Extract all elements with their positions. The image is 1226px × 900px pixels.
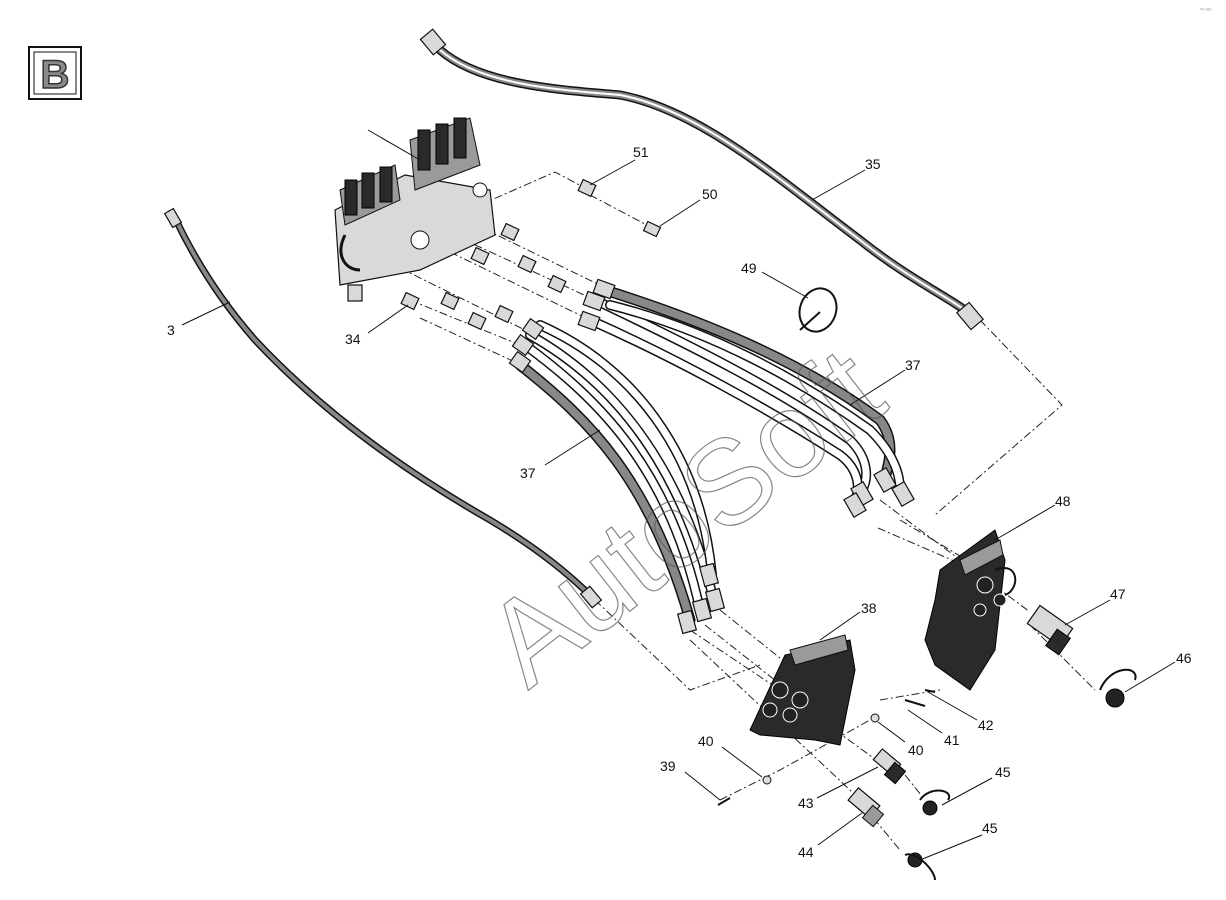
callout-37-right: 37 xyxy=(905,357,921,373)
callout-34: 34 xyxy=(345,331,361,347)
callout-41: 41 xyxy=(944,732,960,748)
part-49 xyxy=(798,287,838,333)
view-badge: B xyxy=(28,46,82,100)
callout-45-upper: 45 xyxy=(995,764,1011,780)
leader-lines xyxy=(181,159,1176,861)
callout-46: 46 xyxy=(1176,650,1192,666)
bracket-48 xyxy=(924,529,1017,691)
control-valve-assembly xyxy=(334,117,496,302)
callout-42: 42 xyxy=(978,717,994,733)
callout-39: 39 xyxy=(660,758,676,774)
callout-49: 49 xyxy=(741,260,757,276)
callout-35: 35 xyxy=(865,156,881,172)
callout-48: 48 xyxy=(1055,493,1071,509)
corner-mark: °⁰ ⁰⁰⁰ xyxy=(1200,8,1211,14)
hose-35 xyxy=(419,28,985,331)
hose-bundle-37-right xyxy=(577,278,915,518)
callouts: 3 34 35 37 37 38 39 40 40 41 42 43 44 45… xyxy=(167,144,1192,860)
hose-3 xyxy=(163,207,603,609)
dust-cap-45-upper xyxy=(919,789,951,816)
fittings-34 xyxy=(400,178,662,331)
small-hardware xyxy=(717,689,936,806)
callout-43: 43 xyxy=(798,795,814,811)
coupler-44 xyxy=(847,787,885,828)
dust-cap-45-lower xyxy=(904,852,936,881)
callout-38: 38 xyxy=(861,600,877,616)
callout-40-right: 40 xyxy=(908,742,924,758)
callout-47: 47 xyxy=(1110,586,1126,602)
callout-51: 51 xyxy=(633,144,649,160)
view-letter: B xyxy=(41,53,70,97)
callout-44: 44 xyxy=(798,844,814,860)
coupler-47 xyxy=(1026,604,1074,656)
callout-3: 3 xyxy=(167,322,175,338)
callout-50: 50 xyxy=(702,186,718,202)
dust-cap-46 xyxy=(1099,668,1137,708)
callout-45-lower: 45 xyxy=(982,820,998,836)
bracket-38 xyxy=(749,634,856,746)
assembly-lines xyxy=(399,171,1096,851)
callout-37-left: 37 xyxy=(520,465,536,481)
callout-40-left: 40 xyxy=(698,733,714,749)
hose-bundle-37-left xyxy=(508,317,726,635)
coupler-43 xyxy=(872,748,907,785)
